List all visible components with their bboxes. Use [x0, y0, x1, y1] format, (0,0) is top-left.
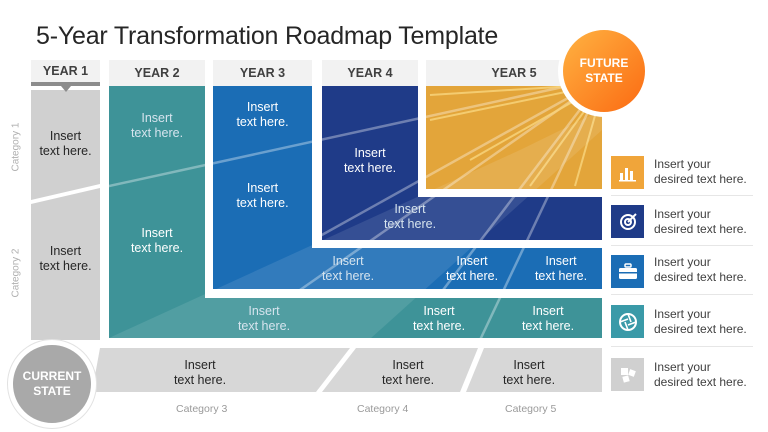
bottom-band-cat5	[466, 348, 602, 392]
teal-band	[109, 298, 602, 338]
bottom-cat5-text: Insert text here.	[502, 358, 556, 387]
briefcase-icon	[611, 255, 644, 288]
category-3-label: Category 3	[176, 403, 228, 415]
year-tab-4: YEAR 4	[322, 60, 418, 86]
category-2-label: Category 2	[10, 248, 22, 298]
y3-cat1a-text: Insert text here.	[236, 100, 289, 129]
y4-cat1-text: Insert text here.	[343, 146, 397, 175]
teal-band-text-3: Insert text here.	[521, 304, 575, 333]
legend-divider	[611, 245, 753, 246]
aperture-icon	[611, 305, 644, 338]
legend-text-5: Insert your desired text here.	[654, 360, 747, 389]
category-4-label: Category 4	[357, 403, 409, 415]
puzzle-icon	[611, 358, 644, 391]
legend-divider	[611, 294, 753, 295]
page-title: 5-Year Transformation Roadmap Template	[36, 22, 499, 50]
legend-text-4: Insert your desired text here.	[654, 307, 747, 336]
year-tab-1: YEAR 1	[31, 60, 100, 92]
year-tab-2: YEAR 2	[109, 60, 205, 86]
target-icon	[611, 205, 644, 238]
current-state-badge: CURRENT STATE	[8, 340, 96, 428]
category-1-label: Category 1	[10, 122, 22, 172]
year-tab-3: YEAR 3	[213, 60, 312, 86]
year1-block	[31, 90, 100, 200]
category-5-label: Category 5	[505, 403, 557, 415]
year1-block-lower	[31, 188, 100, 340]
bar-chart-icon	[611, 156, 644, 189]
legend-divider	[611, 346, 753, 347]
legend-divider	[611, 195, 753, 196]
legend-text-1: Insert your desired text here.	[654, 157, 747, 186]
blue-band-text-3: Insert text here.	[534, 254, 588, 283]
bottom-cat3-text: Insert text here.	[173, 358, 227, 387]
blue-band	[213, 248, 602, 289]
bottom-band-cat3	[92, 348, 350, 392]
blue-band-text-1: Insert text here.	[321, 254, 375, 283]
navy-band	[322, 197, 602, 240]
blue-band-text-2: Insert text here.	[445, 254, 499, 283]
teal-block	[109, 86, 205, 338]
future-state-badge: FUTURE STATE	[558, 25, 650, 117]
y1-cat2-text: Insert text here.	[39, 244, 92, 273]
legend-text-3: Insert your desired text here.	[654, 255, 747, 284]
y2-cat1-text: Insert text here.	[130, 111, 184, 140]
navy-band-text: Insert text here.	[383, 202, 437, 231]
y1-cat1-text: Insert text here.	[39, 129, 92, 158]
legend-text-2: Insert your desired text here.	[654, 207, 747, 236]
teal-band-text-2: Insert text here.	[412, 304, 466, 333]
y3-cat1b-text: Insert text here.	[236, 181, 289, 210]
bottom-cat4-text: Insert text here.	[381, 358, 435, 387]
bottom-band-cat4	[322, 348, 478, 392]
teal-band-text-1: Insert text here.	[237, 304, 291, 333]
y2-cat2-text: Insert text here.	[130, 226, 184, 255]
